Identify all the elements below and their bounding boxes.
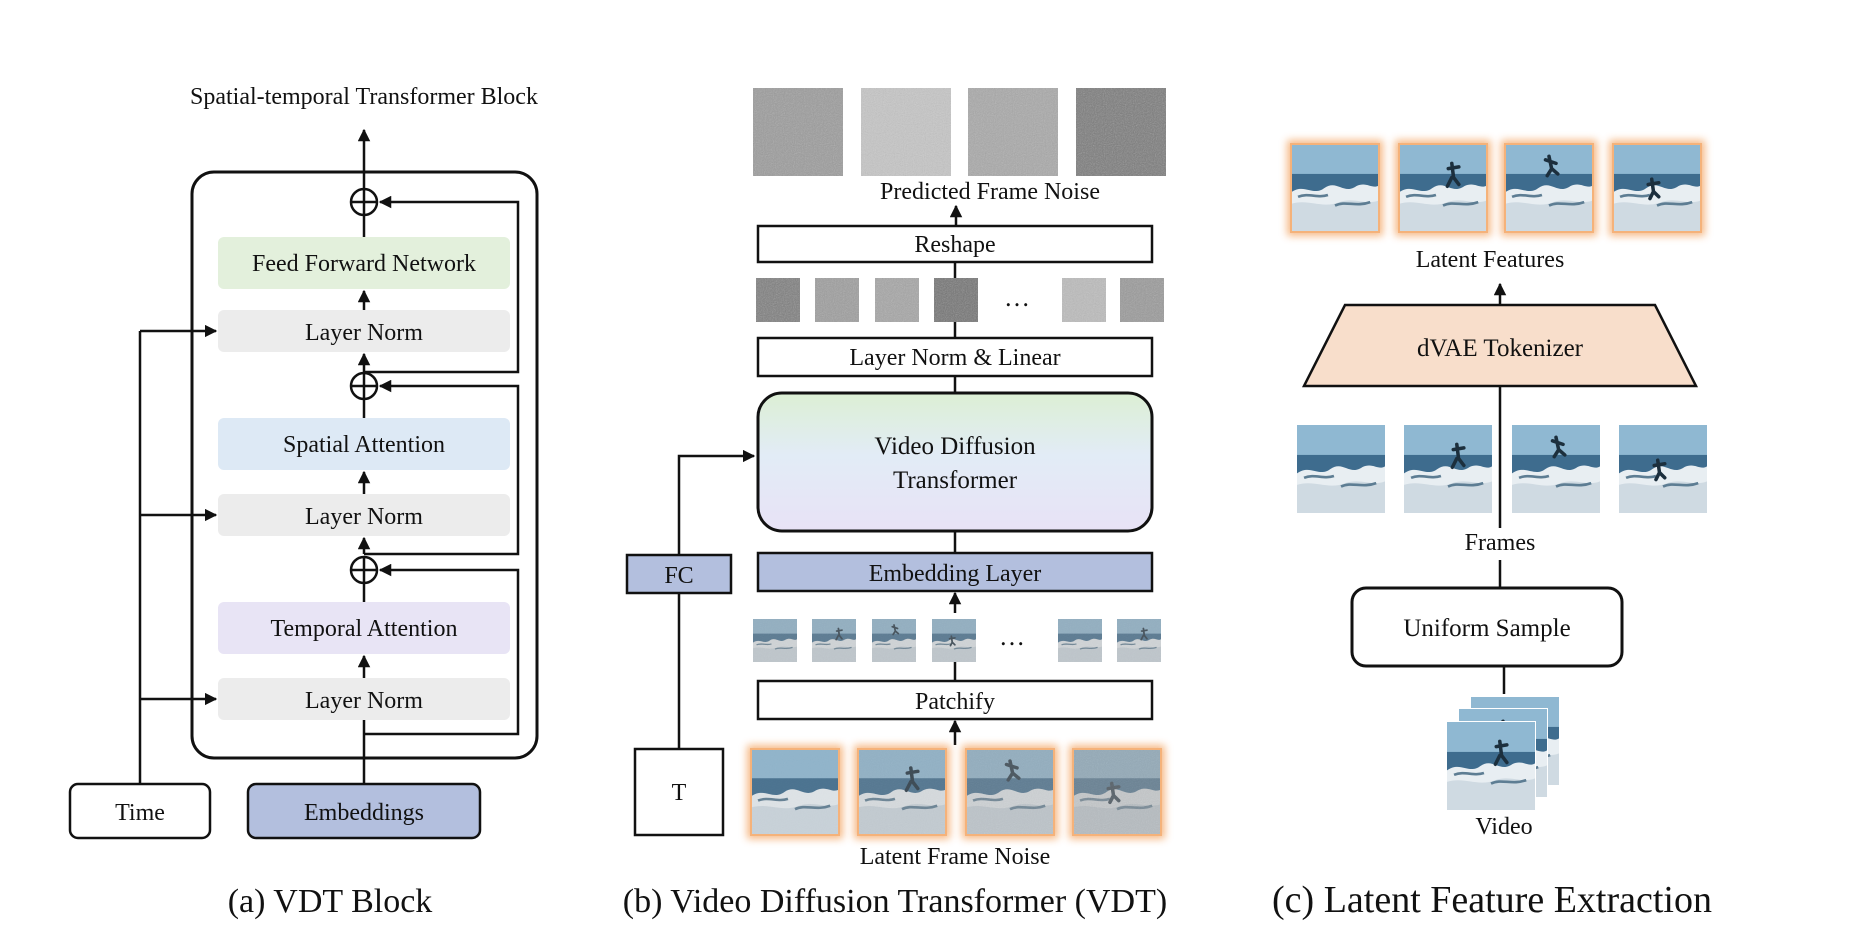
dvae-tokenizer-label: dVAE Tokenizer — [1417, 335, 1584, 362]
residual-add-3 — [349, 187, 379, 217]
embedding-layer-label: Embedding Layer — [869, 561, 1042, 587]
patch-6 — [1116, 618, 1162, 663]
residual-path-1 — [364, 563, 520, 736]
layer-norm-box-2 — [218, 494, 510, 536]
spatial-attention-label: Spatial Attention — [283, 432, 445, 458]
panel-c: Latent Features dVAE Tokenizer Frames Un… — [1272, 140, 1712, 921]
patch-ellipsis: … — [999, 622, 1025, 651]
panel-b: Predicted Frame Noise Reshape … Layer No… — [623, 88, 1167, 920]
output-token-ellipsis: … — [1004, 283, 1030, 312]
reshape-box — [756, 224, 1154, 264]
video-frame-3 — [1445, 720, 1537, 812]
output-token-4 — [934, 278, 978, 322]
block-title: Spatial-temporal Transformer Block — [190, 84, 538, 110]
residual-add-1 — [349, 555, 379, 585]
embeddings-box — [246, 782, 482, 840]
time-label: Time — [115, 800, 165, 826]
patch-1 — [752, 618, 798, 663]
patchify-label: Patchify — [915, 689, 995, 715]
predicted-noise-frame-4 — [1076, 88, 1166, 176]
patch-2 — [811, 618, 857, 663]
output-token-1 — [756, 278, 800, 322]
fc-box — [625, 553, 733, 595]
ffn-label: Feed Forward Network — [252, 251, 476, 277]
t-box — [633, 747, 725, 837]
frame-1 — [1295, 423, 1387, 515]
predicted-noise-label: Predicted Frame Noise — [880, 179, 1100, 205]
t-label: T — [672, 780, 687, 806]
time-box — [68, 782, 212, 840]
embedding-layer-box — [756, 551, 1154, 593]
temporal-attention-box — [218, 602, 510, 654]
reshape-label: Reshape — [914, 232, 995, 258]
latent-noise-frame-4 — [1069, 745, 1165, 839]
vdt-box — [756, 391, 1154, 533]
layernorm-linear-label: Layer Norm & Linear — [849, 345, 1060, 371]
patch-5 — [1057, 618, 1103, 663]
patchify-box — [756, 679, 1154, 721]
layer-norm-label-2: Layer Norm — [305, 504, 423, 530]
frames-row — [1295, 423, 1709, 515]
output-token-6 — [1120, 278, 1164, 322]
caption-b: (b) Video Diffusion Transformer (VDT) — [623, 883, 1167, 920]
predicted-noise-frame-3 — [968, 88, 1058, 176]
video-stack — [1445, 695, 1561, 812]
dvae-tokenizer-box — [1301, 303, 1699, 388]
patch-row — [752, 618, 1162, 663]
latent-noise-frame-3 — [962, 745, 1058, 839]
frame-2 — [1402, 423, 1494, 515]
residual-add-2 — [349, 371, 379, 401]
ffn-box — [218, 237, 510, 289]
frame-3 — [1510, 423, 1602, 515]
caption-c: (c) Latent Feature Extraction — [1272, 879, 1712, 921]
predicted-noise-frame-1 — [753, 88, 843, 176]
latent-feature-frame-1 — [1287, 140, 1383, 236]
vdt-label-line2: Transformer — [893, 467, 1018, 494]
frames-label: Frames — [1465, 530, 1536, 556]
latent-noise-row — [747, 745, 1165, 839]
layernorm-linear-box — [756, 336, 1154, 378]
uniform-sample-label: Uniform Sample — [1403, 615, 1570, 642]
frame-4 — [1617, 423, 1709, 515]
caption-a: (a) VDT Block — [228, 883, 433, 920]
output-token-row — [756, 278, 1164, 322]
uniform-sample-box — [1350, 586, 1624, 668]
residual-path-3 — [364, 195, 520, 374]
spatial-attention-box — [218, 418, 510, 470]
latent-features-row — [1287, 140, 1705, 236]
predicted-noise-row — [753, 88, 1166, 176]
output-token-3 — [875, 278, 919, 322]
video-label: Video — [1475, 814, 1532, 840]
fc-label: FC — [664, 563, 693, 589]
patch-3 — [871, 618, 917, 663]
output-token-2 — [815, 278, 859, 322]
layer-norm-label-1: Layer Norm — [305, 688, 423, 714]
layer-norm-box-1 — [218, 678, 510, 720]
embeddings-label: Embeddings — [304, 800, 424, 826]
panel-a: Spatial-temporal Transformer Block Feed … — [68, 84, 539, 920]
residual-path-2 — [364, 379, 520, 556]
latent-noise-label: Latent Frame Noise — [860, 844, 1051, 870]
latent-feature-frame-4 — [1609, 140, 1705, 236]
temporal-attention-label: Temporal Attention — [271, 616, 458, 642]
latent-feature-frame-3 — [1501, 140, 1597, 236]
latent-noise-frame-1 — [747, 745, 843, 839]
vdt-label-line1: Video Diffusion — [874, 433, 1036, 460]
layer-norm-box-3 — [218, 310, 510, 352]
latent-noise-frame-2 — [854, 745, 950, 839]
patch-4 — [931, 618, 977, 663]
layer-norm-label-3: Layer Norm — [305, 320, 423, 346]
latent-features-label: Latent Features — [1416, 247, 1565, 273]
output-token-5 — [1062, 278, 1106, 322]
predicted-noise-frame-2 — [861, 88, 951, 176]
latent-feature-frame-2 — [1395, 140, 1491, 236]
fc-to-vdt-arrow — [677, 449, 756, 555]
